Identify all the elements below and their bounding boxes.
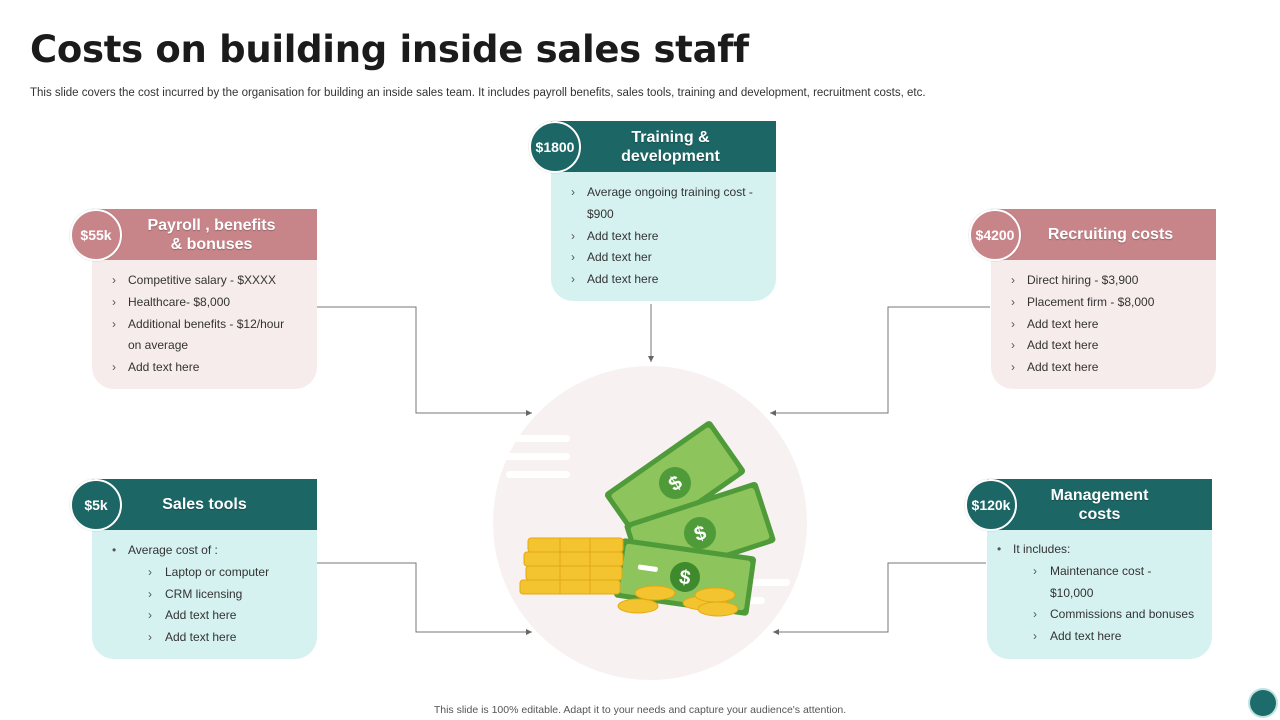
management-card: Management costs It includes: Maintenanc… xyxy=(965,479,1212,659)
list-item: Add text here xyxy=(1009,357,1154,379)
footer-note: This slide is 100% editable. Adapt it to… xyxy=(433,704,847,716)
sales-tools-card-header: Sales tools xyxy=(92,479,317,530)
corner-circle-icon xyxy=(1250,690,1276,716)
payroll-card: Payroll , benefits & bonuses Competitive… xyxy=(70,209,317,389)
sales-tools-title: Sales tools xyxy=(162,496,247,513)
training-title-line2: development xyxy=(621,147,720,165)
sales-tools-list: Average cost of : Laptop or computer CRM… xyxy=(110,540,269,649)
training-card-header: Training & development xyxy=(551,121,776,172)
list-item: Competitive salary - $XXXX xyxy=(110,270,284,292)
payroll-title-line2: & bonuses xyxy=(170,235,253,253)
list-item: Add text here xyxy=(110,605,269,627)
recruiting-title: Recruiting costs xyxy=(1047,226,1174,243)
list-item: Add text here xyxy=(110,357,284,379)
list-lead: Average cost of : xyxy=(110,540,269,562)
recruiting-card: Recruiting costs Direct hiring - $3,900 … xyxy=(969,209,1216,389)
list-item: Additional benefits - $12/hour xyxy=(110,314,284,336)
svg-text:$: $ xyxy=(678,566,692,589)
list-item: Healthcare- $8,000 xyxy=(110,292,284,314)
list-item: Add text her xyxy=(569,247,753,269)
management-amount-badge: $120k xyxy=(965,479,1017,531)
list-item: $900 xyxy=(587,206,614,221)
payroll-card-body: Competitive salary - $XXXX Healthcare- $… xyxy=(92,260,317,389)
list-item: Average ongoing training cost - xyxy=(569,182,753,204)
management-list: It includes: Maintenance cost - $10,000 … xyxy=(995,539,1194,648)
list-item: Add text here xyxy=(1009,335,1154,357)
list-lead: It includes: xyxy=(995,539,1194,561)
list-item: $10,000 xyxy=(1050,585,1094,600)
sales-tools-card: Sales tools Average cost of : Laptop or … xyxy=(70,479,317,659)
recruiting-list: Direct hiring - $3,900 Placement firm - … xyxy=(1009,270,1154,379)
list-item: Add text here xyxy=(569,226,753,248)
sales-tools-card-body: Average cost of : Laptop or computer CRM… xyxy=(92,530,317,659)
management-title-line1: Management xyxy=(1050,486,1149,504)
list-item: Add text here xyxy=(110,627,269,649)
page-title: Costs on building inside sales staff xyxy=(30,28,749,71)
payroll-card-header: Payroll , benefits & bonuses xyxy=(92,209,317,260)
list-item: Direct hiring - $3,900 xyxy=(1009,270,1154,292)
recruiting-card-body: Direct hiring - $3,900 Placement firm - … xyxy=(991,260,1216,389)
training-title-line1: Training & xyxy=(631,128,710,146)
list-item: on average xyxy=(128,338,189,353)
money-icon: $ $ $ xyxy=(493,366,807,680)
list-item: Add text here xyxy=(1009,314,1154,336)
training-card-body: Average ongoing training cost - $900 Add… xyxy=(551,172,776,301)
payroll-list: Competitive salary - $XXXX Healthcare- $… xyxy=(110,270,284,379)
training-amount-badge: $1800 xyxy=(529,121,581,173)
payroll-amount-badge: $55k xyxy=(70,209,122,261)
recruiting-card-header: Recruiting costs xyxy=(991,209,1216,260)
training-list: Average ongoing training cost - $900 Add… xyxy=(569,182,753,291)
list-item: CRM licensing xyxy=(110,584,269,606)
training-card: Training & development Average ongoing t… xyxy=(529,121,776,301)
management-card-body: It includes: Maintenance cost - $10,000 … xyxy=(987,530,1212,659)
management-card-header: Management costs xyxy=(987,479,1212,530)
payroll-title-line1: Payroll , benefits xyxy=(147,216,276,234)
list-item: Maintenance cost - xyxy=(995,561,1194,583)
list-item: Placement firm - $8,000 xyxy=(1009,292,1154,314)
list-item: Commissions and bonuses xyxy=(995,604,1194,626)
page-subtitle: This slide covers the cost incurred by t… xyxy=(30,87,926,99)
management-title-line2: costs xyxy=(1078,505,1121,523)
sales-tools-amount-badge: $5k xyxy=(70,479,122,531)
list-item: Laptop or computer xyxy=(110,562,269,584)
list-item: Add text here xyxy=(569,269,753,291)
list-item: Add text here xyxy=(995,626,1194,648)
recruiting-amount-badge: $4200 xyxy=(969,209,1021,261)
